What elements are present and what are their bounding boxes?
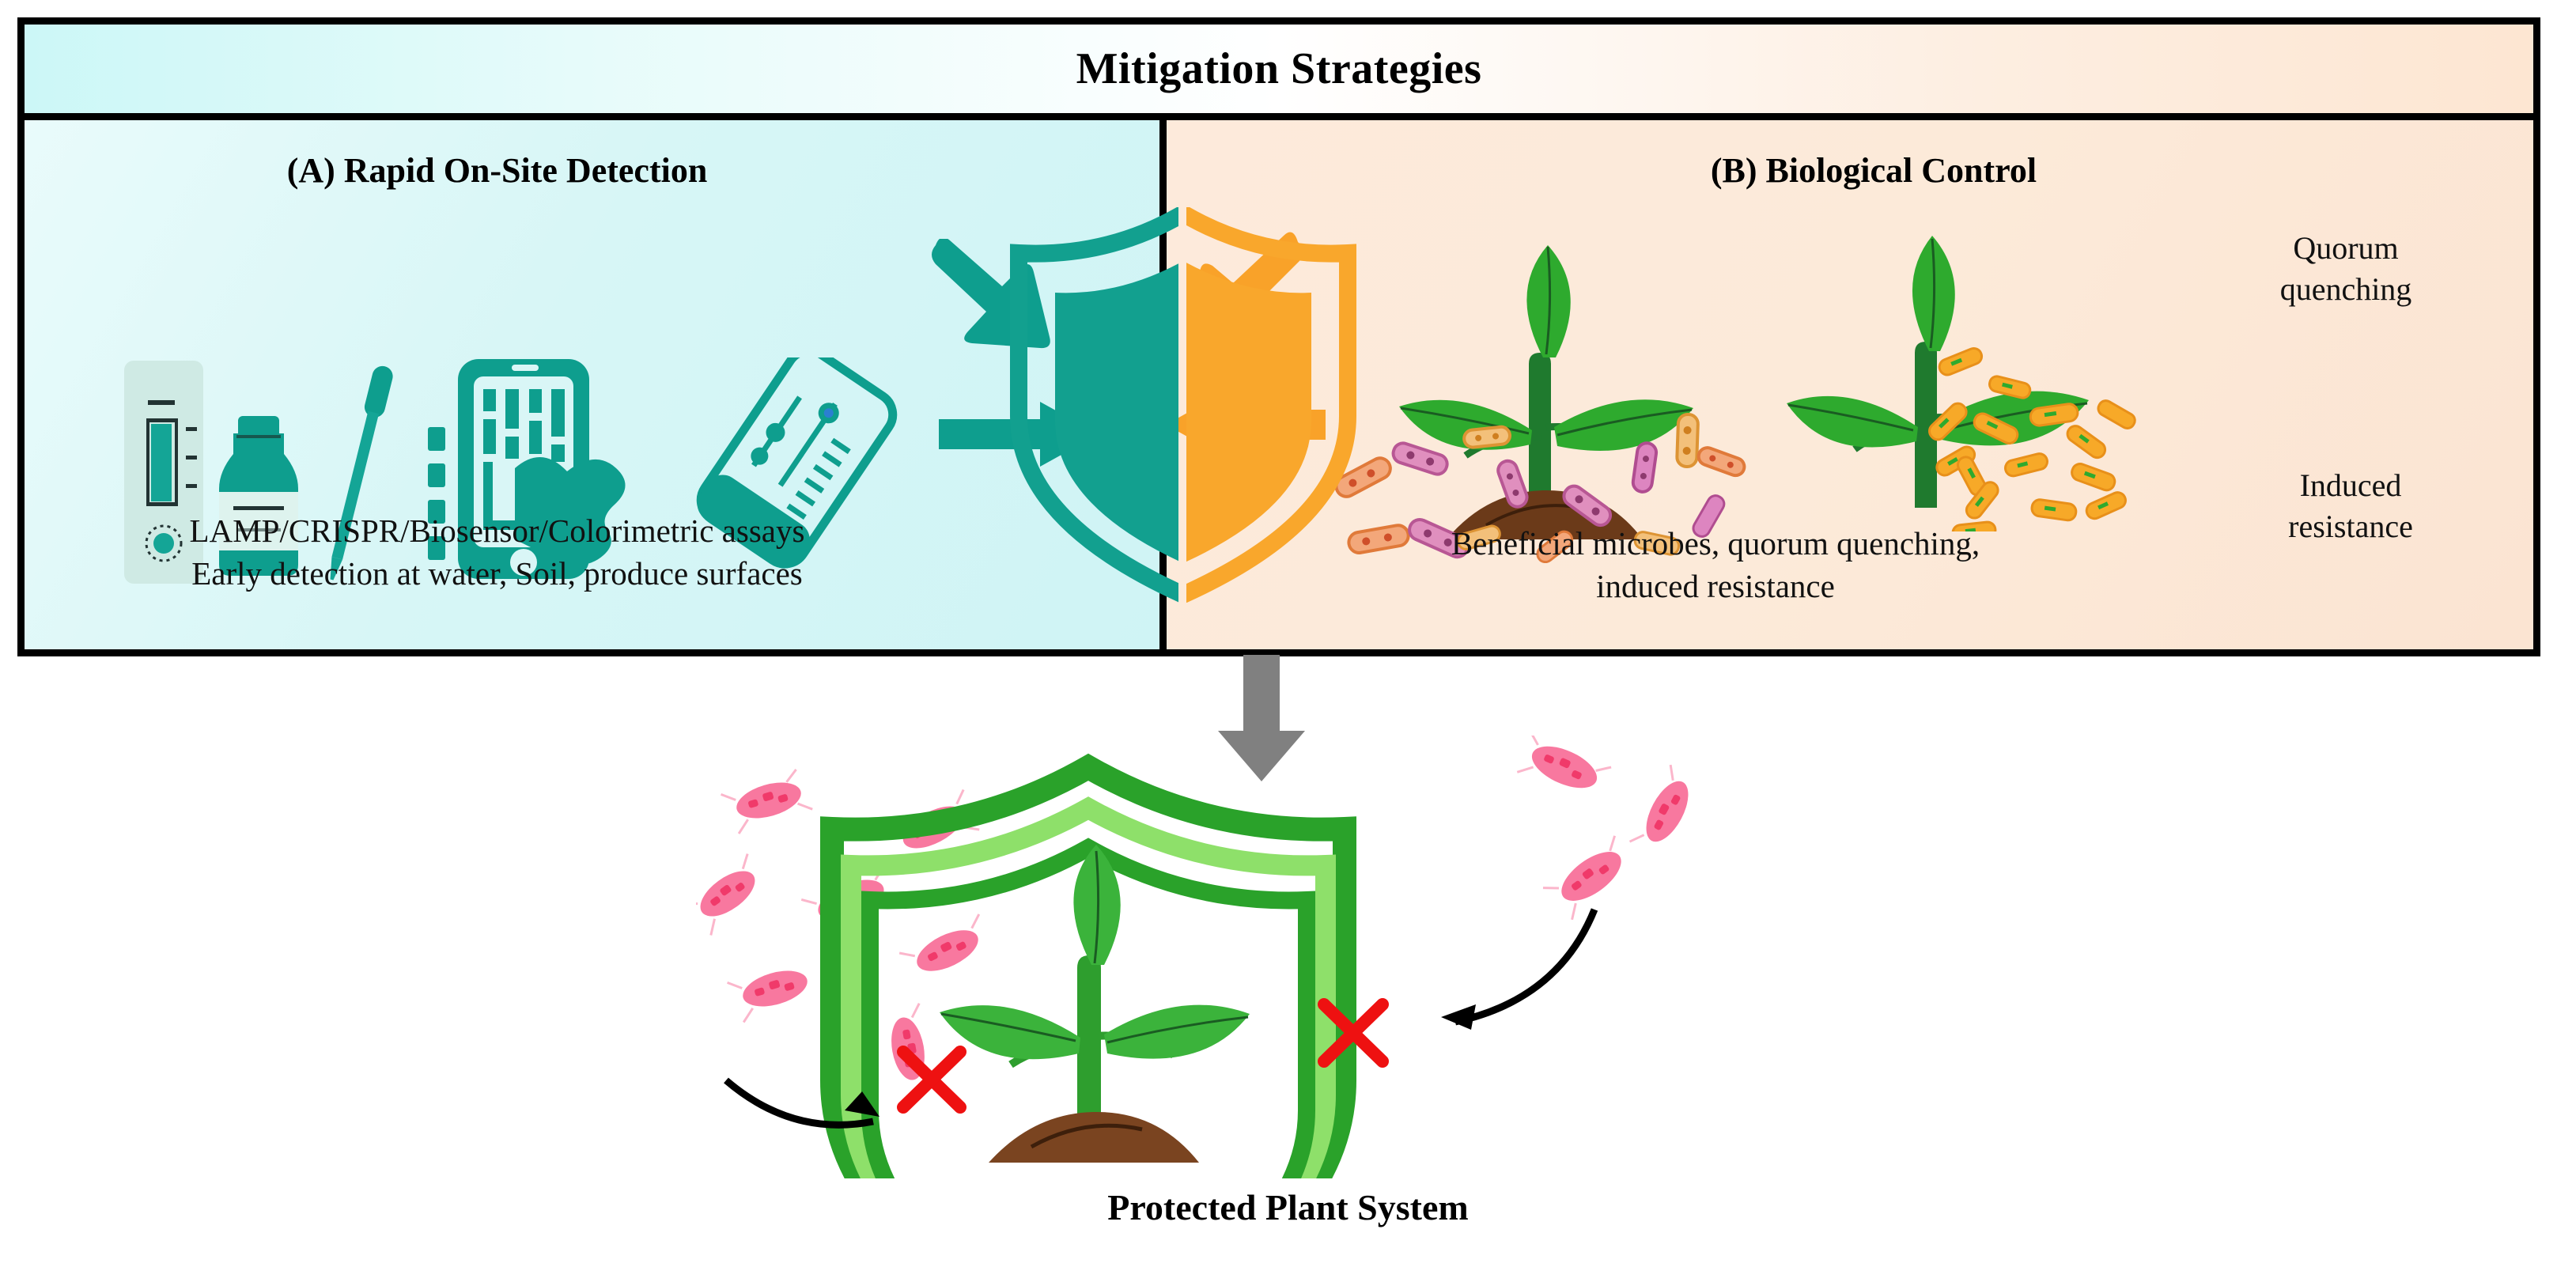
panel-a-heading: (A) Rapid On-Site Detection	[286, 151, 708, 190]
protected-plant-shield	[820, 753, 1356, 1267]
mitigation-strategies-panel: Mitigation Strategies (A) Rapid On-Site …	[17, 17, 2540, 656]
handheld-biosensor-icon	[693, 346, 954, 587]
panel-b-heading: (B) Biological Control	[1710, 151, 2037, 190]
panel-b-caption-line-1: Beneficial microbes, quorum quenching,	[1451, 525, 1980, 562]
induced-resistance-label-line-1: Induced	[2299, 467, 2402, 503]
induced-resistance-label: Induced resistance	[2184, 465, 2517, 547]
blocked-pathway-left	[724, 1046, 966, 1129]
panel-a-caption-line-1: LAMP/CRISPR/Biosensor/Colorimetric assay…	[189, 512, 805, 549]
quorum-quenching-label: Quorum quenching	[2180, 228, 2512, 310]
quorum-quenching-label-line-1: Quorum	[2293, 230, 2399, 266]
protected-plant-outcome	[682, 730, 1882, 1267]
test-strip-icon	[118, 351, 403, 588]
panel-a-caption: LAMP/CRISPR/Biosensor/Colorimetric assay…	[25, 509, 1065, 595]
split-protection-shield	[1003, 207, 1375, 603]
panel-a-rapid-on-site-detection: (A) Rapid On-Site Detection	[25, 120, 1167, 649]
seedling-icon	[1317, 223, 1760, 564]
panels-container: (A) Rapid On-Site Detection	[25, 120, 2533, 649]
smartphone-reader-icon	[396, 351, 657, 588]
panel-b-caption-line-2: induced resistance	[1596, 568, 1835, 605]
blocked-pathway-right	[1318, 908, 1598, 1068]
bottom-caption: Protected Plant System	[1107, 1187, 1469, 1227]
panel-b-caption: Beneficial microbes, quorum quenching, i…	[1167, 522, 2399, 607]
page-title: Mitigation Strategies	[1076, 44, 1482, 93]
induced-resistance-label-line-2: resistance	[2288, 509, 2413, 544]
pathogen-bacteria-cluster	[1516, 730, 1689, 921]
quorum-quenching-label-line-2: quenching	[2279, 271, 2412, 307]
figure-title-bar: Mitigation Strategies	[25, 25, 2533, 120]
panel-a-caption-line-2: Early detection at water, Soil, produce …	[191, 555, 803, 592]
down-arrow-icon	[1210, 655, 1313, 781]
quorum-quenching-molecule-icon	[1720, 215, 2163, 543]
panel-b-biological-control: (B) Biological Control	[1167, 120, 2533, 649]
